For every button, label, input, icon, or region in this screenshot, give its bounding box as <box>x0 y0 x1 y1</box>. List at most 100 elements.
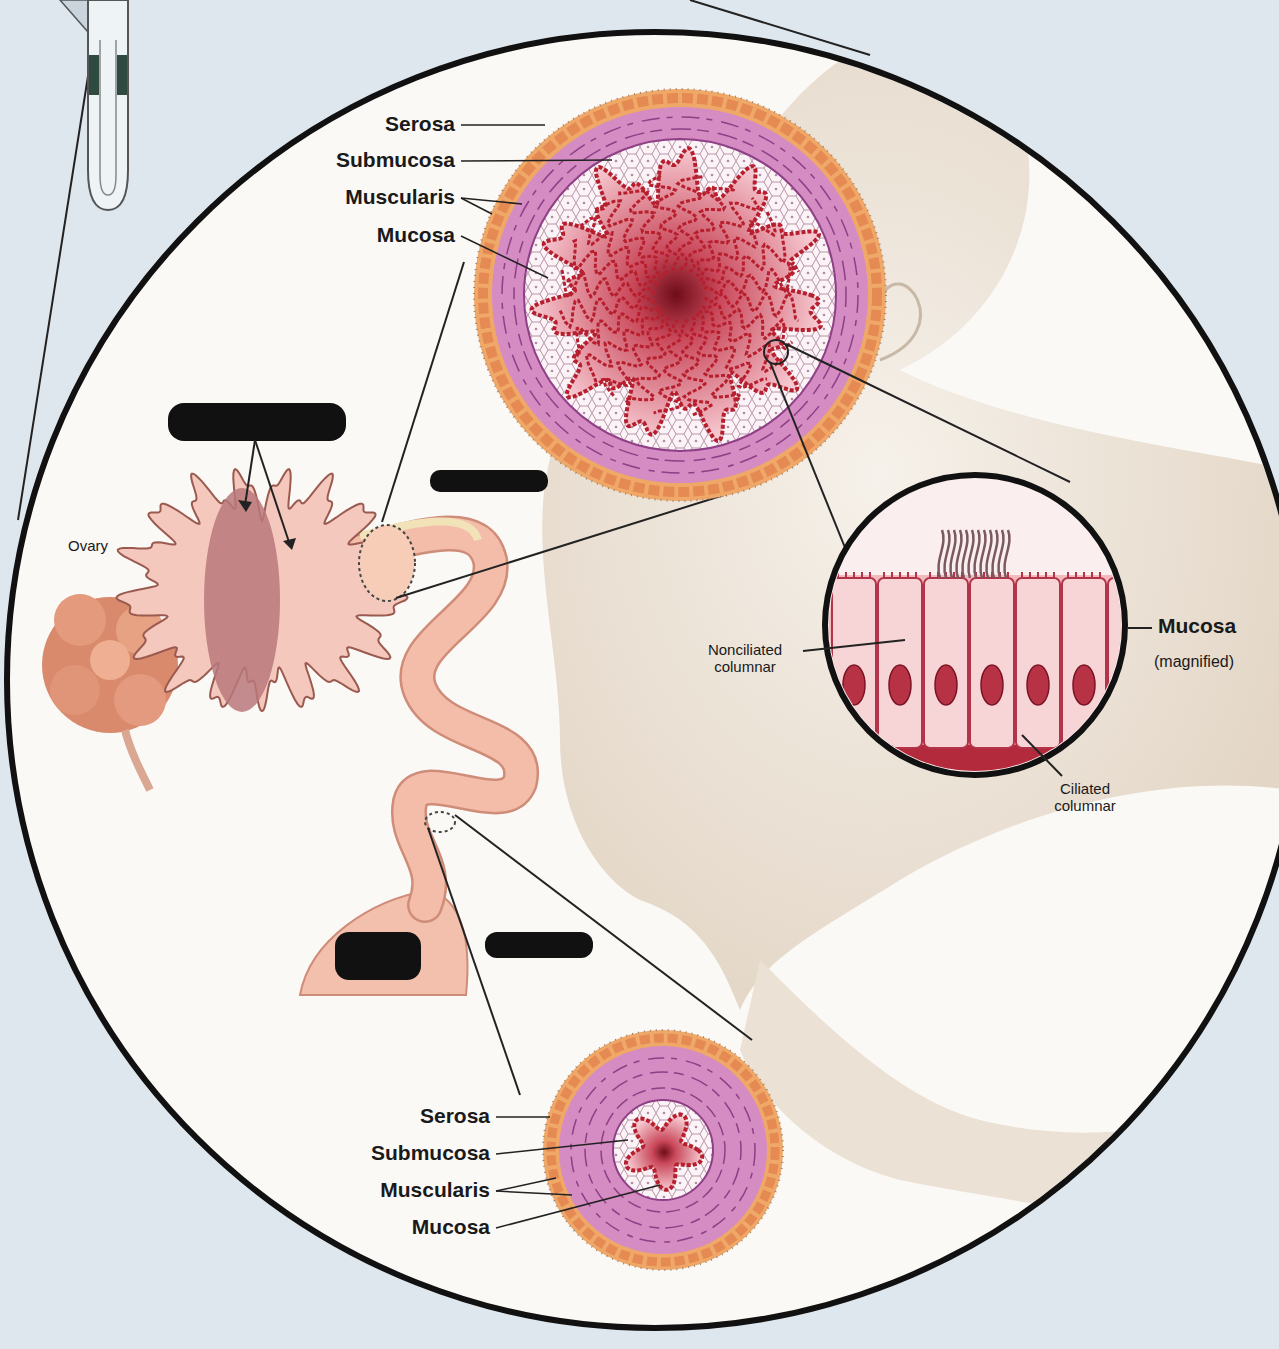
section-line <box>396 490 740 598</box>
muscle-fibers <box>514 129 846 461</box>
arrow-head <box>283 538 296 550</box>
cilium <box>1004 530 1009 578</box>
microvillus <box>845 572 847 578</box>
magnify-line <box>786 344 1070 482</box>
microvillus <box>1099 572 1101 578</box>
muscle-fibers <box>601 1088 725 1212</box>
microvillus <box>869 572 871 578</box>
microvillus <box>929 572 931 578</box>
leader-line <box>496 1140 628 1154</box>
columnar-cell <box>878 578 922 748</box>
cell-nucleus <box>1119 665 1141 705</box>
mucosa-fold <box>648 176 678 272</box>
columnar-cell <box>970 578 1014 748</box>
leader-line <box>496 1185 660 1228</box>
section-line <box>455 815 752 1040</box>
mucosa-fold <box>603 313 663 396</box>
mucosa-folds <box>532 148 821 441</box>
part-label: Mucosa <box>377 223 455 247</box>
columnar-cells <box>832 530 1152 748</box>
leader-line <box>803 640 905 651</box>
microvillus <box>907 572 909 578</box>
part-label: Mucosa <box>1158 614 1236 638</box>
ovary-follicle <box>54 594 106 646</box>
magnified-mucosa <box>820 475 1152 785</box>
magnified-border <box>825 475 1125 775</box>
microvillus <box>1075 572 1077 578</box>
microvillus <box>1067 572 1069 578</box>
pointer-line <box>245 440 255 505</box>
cilium <box>986 530 991 578</box>
basement-membrane <box>820 745 1130 785</box>
magnify-marker <box>764 340 788 364</box>
epithelium <box>820 530 1152 785</box>
mucosa-fold <box>704 263 799 293</box>
redaction <box>168 403 346 441</box>
tube-inner <box>100 40 116 195</box>
microvillus <box>1145 572 1147 578</box>
part-label: Mucosa <box>412 1215 490 1239</box>
mucosa-fold <box>560 297 656 327</box>
magnify-line <box>770 362 850 560</box>
microvillus <box>1021 572 1023 578</box>
cilium <box>980 530 985 578</box>
ovary-follicle <box>50 665 100 715</box>
microvillus <box>1129 572 1131 578</box>
fimbriae <box>117 469 408 711</box>
leader-line <box>1022 735 1062 776</box>
columnar-cell <box>1062 578 1106 748</box>
part-label: (magnified) <box>1154 653 1234 671</box>
cilium <box>974 530 979 578</box>
redaction <box>430 470 548 492</box>
tube-band <box>117 55 127 95</box>
muscularis-layer <box>559 1046 767 1254</box>
microvillus <box>1037 572 1039 578</box>
mucosa-fold <box>574 307 658 356</box>
microvillus <box>1083 572 1085 578</box>
part-label: Nonciliated columnar <box>685 641 805 676</box>
serosa-layer <box>543 1030 783 1270</box>
cell-layer <box>820 575 1130 775</box>
mucosa-fold <box>697 198 759 277</box>
section-marker <box>359 525 415 601</box>
microvillus <box>883 572 885 578</box>
cross-section-top <box>474 89 886 501</box>
microvillus <box>1091 572 1093 578</box>
submucosa-layer <box>613 1100 713 1200</box>
columnar-cell <box>832 578 876 748</box>
muscularis-layer <box>492 107 868 483</box>
ovary-follicle <box>114 674 166 726</box>
microvillus <box>853 572 855 578</box>
microvillus <box>861 572 863 578</box>
part-label: Serosa <box>420 1104 490 1128</box>
ovarian-ligament <box>125 730 150 790</box>
redaction <box>485 932 593 958</box>
serosa-layer <box>474 89 886 501</box>
cilium <box>950 530 955 578</box>
microvillus <box>983 572 985 578</box>
part-label: Submucosa <box>336 148 455 172</box>
cilium <box>956 530 961 578</box>
part-label: Ovary <box>68 537 108 554</box>
part-label: Submucosa <box>371 1141 490 1165</box>
microvillus <box>1137 572 1139 578</box>
zoom-circle-border <box>7 32 1279 1328</box>
mucosa-fold <box>562 269 655 297</box>
serosa-cells <box>551 1038 775 1262</box>
tube-band <box>89 55 99 95</box>
leader-line <box>461 124 545 126</box>
cell-nucleus <box>935 665 957 705</box>
ovary-follicle <box>90 640 130 680</box>
microvillus <box>891 572 893 578</box>
cell-nucleus <box>1027 665 1049 705</box>
magnified-ground <box>825 475 1125 775</box>
leader-line <box>1128 627 1152 629</box>
cell-nucleus <box>1073 665 1095 705</box>
mucosa-fold-lines <box>560 176 799 416</box>
part-label: Ciliated columnar <box>1030 780 1140 815</box>
cilium <box>998 530 1003 578</box>
microvillus <box>899 572 901 578</box>
leader-line <box>461 236 548 278</box>
microvillus <box>1045 572 1047 578</box>
